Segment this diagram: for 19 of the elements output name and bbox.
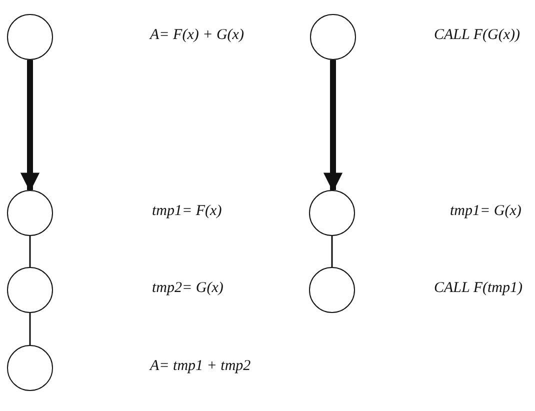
circle-node: [7, 267, 53, 313]
statement-text: CALL F(G(x)): [434, 27, 520, 44]
statement-text: tmp2= G(x): [152, 280, 224, 297]
circle-node: [7, 190, 53, 236]
statement-text: A= tmp1 + tmp2: [150, 358, 251, 375]
arrow: [323, 60, 343, 192]
circle-node: [310, 14, 356, 60]
circle-node: [7, 345, 53, 391]
statement-text: A= F(x) + G(x): [150, 27, 244, 44]
circle-node: [309, 190, 355, 236]
connector-line: [29, 236, 31, 267]
circle-node: [309, 267, 355, 313]
statement-text: tmp1= G(x): [450, 203, 522, 220]
circle-node: [7, 14, 53, 60]
statement-text: CALL F(tmp1): [434, 280, 522, 297]
connector-line: [331, 236, 333, 267]
arrow: [20, 60, 40, 192]
connector-line: [29, 313, 31, 345]
statement-text: tmp1= F(x): [152, 203, 222, 220]
